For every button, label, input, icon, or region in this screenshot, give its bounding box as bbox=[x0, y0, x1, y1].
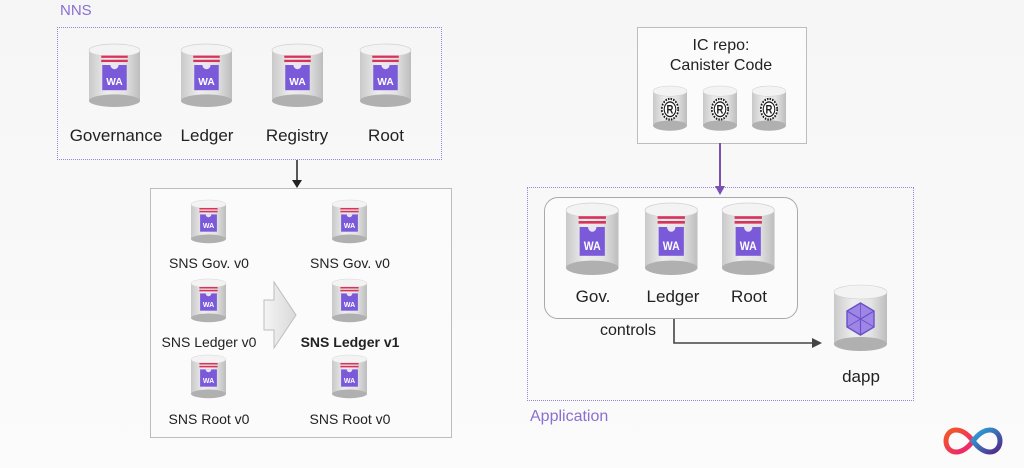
rust-canister-code-icon bbox=[701, 84, 739, 132]
sns-gov-v0-upgraded-label: SNS Gov. v0 bbox=[310, 255, 390, 271]
controls-label: controls bbox=[599, 322, 657, 339]
nns-root-canister-icon bbox=[359, 43, 412, 108]
sns-gov-v0-canister-icon bbox=[190, 199, 227, 244]
repo-title: IC repo: Canister Code bbox=[641, 36, 801, 76]
rust-canister-code-icon bbox=[651, 84, 689, 132]
nns-governance-canister-icon bbox=[88, 43, 141, 108]
app-ledger-label: Ledger bbox=[646, 287, 700, 306]
sns-ledger-v0-canister-icon bbox=[190, 278, 227, 323]
sns-root-v0-upgraded-label: SNS Root v0 bbox=[309, 411, 391, 427]
nns-registry-label: Registry bbox=[265, 126, 329, 145]
sns-gov-v0-upgraded-canister-icon bbox=[331, 199, 368, 244]
app-gov-canister-icon bbox=[565, 202, 620, 276]
rust-canister-code-icon bbox=[750, 84, 788, 132]
application-title: Application bbox=[530, 408, 609, 425]
upgrade-arrow-icon bbox=[263, 280, 297, 350]
dapp-canister-icon bbox=[833, 284, 888, 351]
internet-computer-logo-icon bbox=[943, 427, 1003, 455]
sns-ledger-v1-canister-icon bbox=[331, 278, 368, 323]
repo-title-line1: IC repo: bbox=[692, 37, 750, 54]
nns-ledger-label: Ledger bbox=[180, 126, 234, 145]
sns-gov-v0-label: SNS Gov. v0 bbox=[169, 255, 249, 271]
nns-title: NNS bbox=[60, 2, 92, 19]
sns-ledger-v0-label: SNS Ledger v0 bbox=[161, 334, 257, 350]
nns-governance-label: Governance bbox=[69, 126, 163, 145]
app-ledger-canister-icon bbox=[644, 202, 699, 276]
sns-ledger-v1-label: SNS Ledger v1 bbox=[300, 334, 400, 350]
controls-arrow bbox=[673, 319, 822, 348]
sns-root-v0-label: SNS Root v0 bbox=[168, 411, 250, 427]
app-root-canister-icon bbox=[721, 202, 776, 276]
nns-ledger-canister-icon bbox=[180, 43, 233, 108]
nns-root-label: Root bbox=[368, 126, 404, 145]
sns-root-v0-canister-icon bbox=[190, 354, 227, 399]
nns-region bbox=[57, 27, 442, 160]
app-gov-label: Gov. bbox=[575, 287, 611, 306]
repo-to-app-arrow bbox=[715, 143, 725, 195]
repo-title-line2: Canister Code bbox=[669, 57, 773, 74]
dapp-label: dapp bbox=[842, 367, 880, 386]
nns-to-sns-arrow bbox=[292, 160, 302, 188]
app-root-label: Root bbox=[731, 287, 767, 306]
sns-root-v0-upgraded-canister-icon bbox=[331, 354, 368, 399]
nns-registry-canister-icon bbox=[271, 43, 324, 108]
